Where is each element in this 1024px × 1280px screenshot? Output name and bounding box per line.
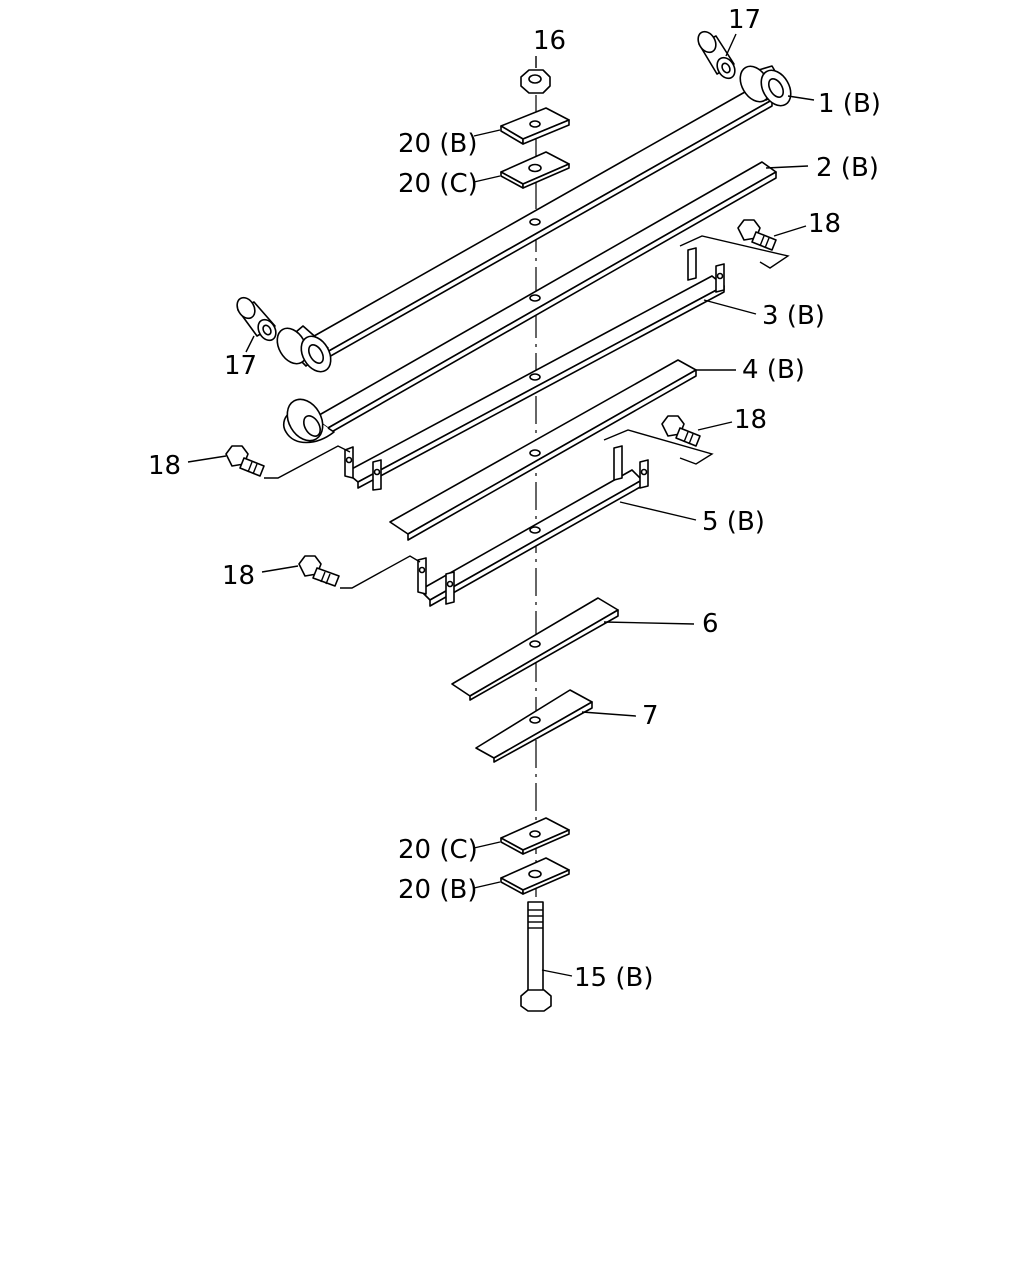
label-1b: 1 (B) (818, 89, 881, 119)
part-15b-center-bolt (520, 901, 552, 1012)
part-17-bushing-left (236, 296, 277, 342)
part-18-bolt-c (225, 445, 265, 477)
label-20b-bottom: 20 (B) (398, 875, 477, 905)
part-2b-second-leaf (282, 161, 777, 444)
part-5b-clip-leaf (417, 445, 649, 607)
label-6: 6 (702, 609, 719, 639)
label-20b-top: 20 (B) (398, 129, 477, 159)
center-holes (529, 218, 541, 724)
label-18-b: 18 (734, 405, 767, 435)
label-7: 7 (642, 701, 659, 731)
label-4b: 4 (B) (742, 355, 805, 385)
label-17-top: 17 (728, 5, 761, 35)
label-18-a: 18 (808, 209, 841, 239)
part-16-nut (520, 69, 551, 94)
label-5b: 5 (B) (702, 507, 765, 537)
leader-lines (187, 33, 815, 977)
label-18-c: 18 (148, 451, 181, 481)
part-7-leaf (475, 689, 593, 763)
part-20c-bottom-plate (500, 817, 570, 855)
label-3b: 3 (B) (762, 301, 825, 331)
part-17-bushing-top (697, 30, 736, 80)
part-6-leaf (451, 597, 619, 701)
part-4b-leaf (389, 359, 697, 541)
label-20c-top: 20 (C) (398, 169, 478, 199)
label-2b: 2 (B) (816, 153, 879, 183)
label-17-left: 17 (224, 351, 257, 381)
part-20b-top-plate (500, 107, 570, 145)
part-18-bolt-d (298, 555, 340, 587)
label-15b: 15 (B) (574, 963, 653, 993)
part-20c-top-plate (500, 151, 570, 189)
label-16: 16 (533, 26, 566, 56)
label-20c-bottom: 20 (C) (398, 835, 478, 865)
part-20b-bottom-plate (500, 857, 570, 895)
part-18-bolt-a (737, 219, 777, 251)
label-18-d: 18 (222, 561, 255, 591)
part-18-bolt-b (661, 415, 701, 447)
